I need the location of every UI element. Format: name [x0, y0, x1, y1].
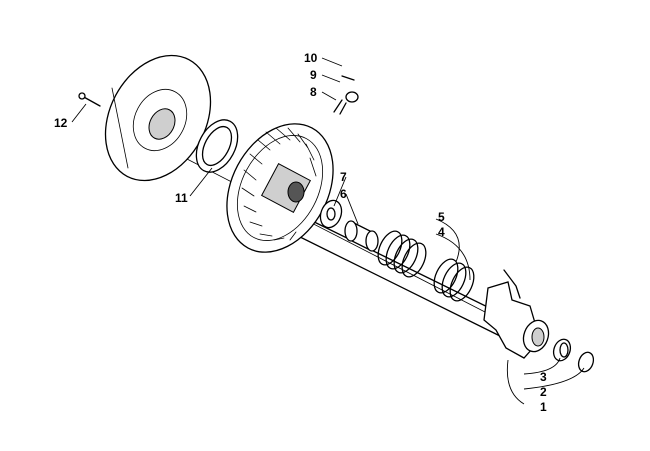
part-bolt	[78, 92, 101, 107]
part-bushing	[344, 220, 379, 252]
sheave-fins	[241, 127, 317, 241]
part-pin	[333, 99, 347, 115]
callout-1: 1	[540, 400, 547, 414]
part-bushing-ring	[552, 338, 572, 362]
callout-9: 9	[310, 68, 317, 82]
part-snap-ring	[577, 351, 595, 373]
callout-7: 7	[340, 170, 347, 184]
callout-labels: 1 2 3 4 5 6 7 8 9 10 11 12	[54, 51, 547, 414]
part-ring-plate	[195, 119, 239, 173]
part-spring	[377, 230, 427, 278]
callout-4: 4	[438, 225, 445, 239]
part-spring-set	[433, 258, 475, 302]
part-roller	[345, 91, 359, 103]
part-cam-housing	[483, 269, 550, 359]
callout-6: 6	[340, 187, 347, 201]
part-fixed-sheave	[104, 54, 212, 182]
callout-5: 5	[438, 210, 445, 224]
part-clip	[341, 75, 355, 81]
callout-8: 8	[310, 85, 317, 99]
part-movable-sheave	[226, 123, 334, 253]
callout-12: 12	[54, 116, 68, 130]
callout-3: 3	[540, 370, 547, 384]
leader-lines	[71, 57, 585, 405]
part-washer	[319, 199, 343, 229]
callout-11: 11	[175, 191, 188, 205]
callout-2: 2	[540, 385, 547, 399]
callout-10: 10	[304, 51, 318, 65]
